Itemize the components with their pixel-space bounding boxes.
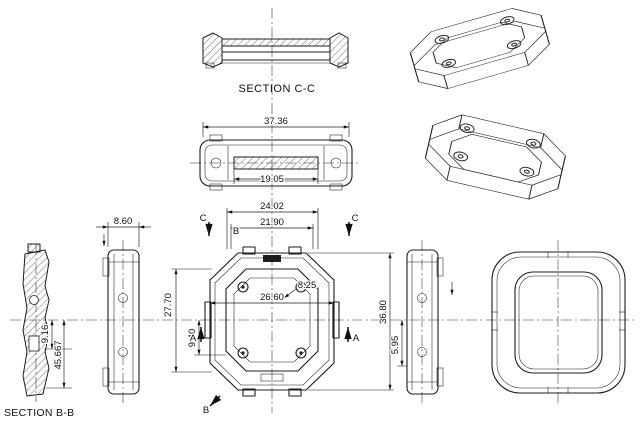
right-side-outline (406, 249, 439, 395)
iso-screw (453, 151, 469, 162)
iso-outer-ring (424, 108, 570, 192)
dim-side-width: 8.60 (96, 215, 151, 247)
section-cc-right-cap (329, 32, 349, 68)
dim-text-8-25: 8.25 (298, 280, 317, 291)
screw-hole (237, 281, 249, 293)
iso-screw (434, 34, 449, 45)
rear-inner-outline (518, 275, 599, 370)
dim-text-36-80: 36.80 (378, 300, 389, 324)
dim-corner-radius: 8.25 (283, 279, 318, 299)
view-top (199, 134, 353, 191)
iso-inner-ring (429, 16, 528, 74)
dim-front-top-width: 24.02 (226, 200, 319, 249)
section-bb-body (22, 249, 50, 397)
iso-screw (526, 138, 542, 149)
rear-opening-outline (514, 271, 603, 374)
dim-text-26-60: 26.60 (260, 292, 284, 303)
svg-text:C: C (200, 213, 207, 224)
centerlines (10, 8, 634, 413)
view-isometric-top (405, 0, 554, 97)
dim-front-overall-width: 26.60 (210, 291, 334, 305)
section-marker-c-right: C (345, 212, 360, 236)
dim-text-21-90: 21.90 (260, 217, 284, 228)
dim-text-37-36: 37.36 (264, 116, 288, 127)
dim-front-upper-width: 21.90 (230, 216, 314, 249)
view-isometric-bottom (421, 108, 570, 206)
dim-section-upper-offset: 9.16 (39, 320, 72, 350)
section-bb-hole (29, 295, 39, 305)
section-bb-label: SECTION B-B (4, 407, 74, 419)
screw-hole (295, 281, 307, 293)
section-cc-right-foot (337, 62, 347, 69)
section-cc-label: SECTION C-C (239, 83, 316, 95)
dim-text-9-16: 9.16 (40, 325, 51, 344)
iso-screw (519, 166, 535, 177)
top-view-right-hole (330, 157, 342, 169)
section-marker-a-left: A (189, 327, 205, 345)
dim-text-9-40: 9.40 (187, 329, 198, 348)
svg-text:A: A (190, 333, 197, 344)
side-screw-hole (118, 293, 128, 303)
section-cc-left-foot (205, 62, 215, 69)
dim-text-5-95: 5.95 (390, 336, 401, 355)
section-marker-a-right: A (344, 327, 361, 345)
dim-text-27-70: 27.70 (163, 293, 174, 317)
top-view-outline (199, 139, 353, 187)
side-screw-hole (118, 347, 128, 357)
dim-section-lower-offset: 45.667 (46, 320, 72, 389)
dim-text-45-667: 45.667 (53, 340, 64, 369)
top-view-inner-outline (204, 144, 348, 182)
top-view-center-band (233, 156, 319, 170)
section-marker-b-top: B (233, 226, 239, 237)
rear-step-outline (496, 256, 621, 389)
front-dial-outline (233, 277, 311, 363)
view-section-bb (22, 243, 50, 397)
iso-screw (459, 123, 475, 134)
dim-text-8-60: 8.60 (114, 216, 133, 227)
section-bb-slot (28, 335, 40, 352)
screw-hole (295, 347, 307, 359)
iso-screw (506, 39, 521, 50)
dim-top-overall-width: 37.36 (202, 115, 350, 137)
view-right-side (406, 249, 444, 395)
dim-front-left-height: 27.70 (162, 268, 212, 373)
front-bottom-detail (260, 373, 284, 382)
view-left-side (102, 249, 140, 395)
section-marker-c-left: C (198, 212, 213, 236)
iso-outer-ring-lower (421, 122, 567, 206)
iso-outer-ring (405, 0, 551, 84)
rear-outer-outline (491, 251, 626, 394)
svg-text:C: C (352, 213, 359, 224)
dim-text-24-02: 24.02 (260, 201, 284, 212)
iso-outer-ring-lower (409, 13, 554, 97)
side-screw-hole (417, 293, 427, 303)
dim-right-lower-offset: 5.95 (389, 320, 407, 367)
dim-text-19-05: 19.05 (260, 174, 284, 185)
section-b-arrow (209, 394, 222, 407)
svg-text:A: A (353, 333, 360, 344)
section-cc-top-strip (221, 38, 331, 47)
front-top-inlay (263, 255, 281, 262)
front-bezel-step (214, 257, 330, 386)
dim-front-overall-height: 36.80 (308, 252, 394, 391)
left-side-outline (107, 249, 140, 395)
front-outer-outline (209, 252, 335, 391)
section-bb-top-tab (27, 243, 41, 253)
front-opening-outline (225, 268, 319, 372)
screw-hole (237, 347, 249, 359)
dim-top-opening-width: 19.05 (233, 170, 319, 186)
view-rear (491, 251, 626, 394)
view-section-cc (202, 32, 349, 69)
svg-text:B: B (203, 405, 209, 416)
side-screw-hole (417, 347, 427, 357)
section-marker-b-bottom: B (202, 394, 222, 417)
iso-screw (441, 58, 456, 69)
section-cc-left-cap (202, 32, 223, 68)
view-front (204, 246, 340, 397)
iso-screw (500, 15, 515, 26)
top-view-left-hole (210, 157, 222, 169)
